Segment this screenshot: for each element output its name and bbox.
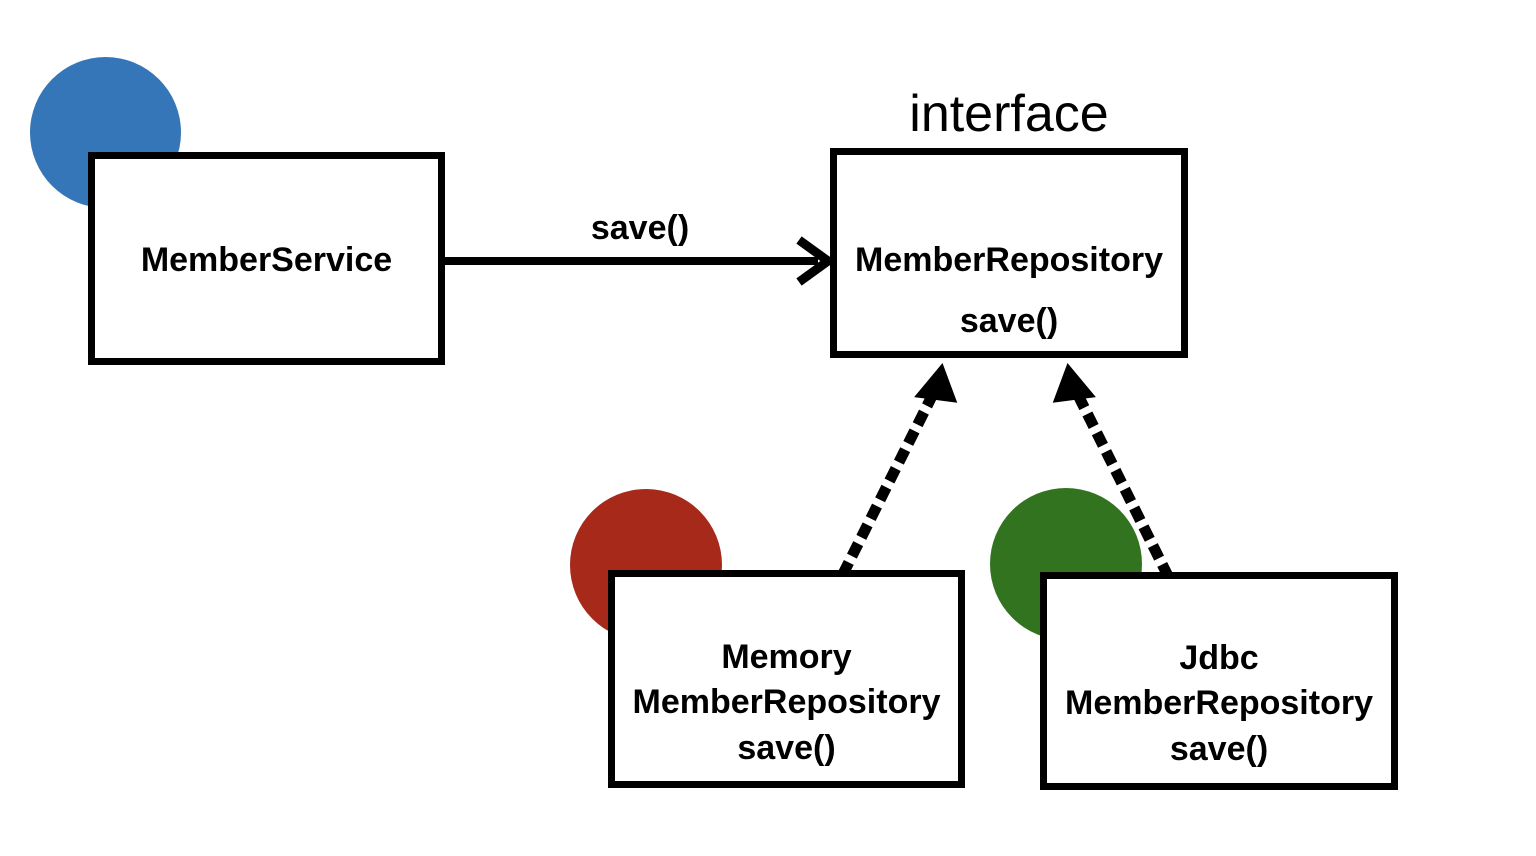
node-memory-member-repository[interactable]	[608, 570, 965, 788]
node-member-repository[interactable]	[830, 148, 1188, 358]
edge-save-call-arrowhead	[796, 236, 836, 286]
memory-member-repository-method-label: save()	[737, 729, 836, 767]
edge-implements-jdbc-arrowhead	[1052, 363, 1096, 403]
edge-save-call	[445, 236, 836, 286]
member-service-label: MemberService	[140, 241, 393, 279]
edge-implements-memory-arrowhead	[914, 363, 958, 403]
edge-implements-memory-line	[837, 384, 942, 578]
memory-member-repository-label-line1: Memory	[721, 638, 852, 676]
jdbc-member-repository-label-line1: Jdbc	[1179, 639, 1259, 677]
memory-member-repository-label-line2: MemberRepository	[632, 683, 941, 721]
jdbc-member-repository-method-label: save()	[1169, 730, 1269, 768]
edge-save-call-label: save()	[590, 209, 690, 247]
edge-implements-memory	[837, 363, 958, 578]
node-member-service[interactable]	[88, 152, 445, 365]
member-repository-method-label: save()	[959, 302, 1059, 340]
edge-implements-jdbc	[1052, 363, 1174, 580]
edge-implements-jdbc-line	[1069, 385, 1174, 580]
node-jdbc-member-repository[interactable]	[1040, 572, 1398, 790]
member-repository-label: MemberRepository	[855, 241, 1163, 279]
member-repository-stereotype-label: interface	[909, 85, 1109, 143]
jdbc-member-repository-label-line2: MemberRepository	[1065, 684, 1373, 722]
